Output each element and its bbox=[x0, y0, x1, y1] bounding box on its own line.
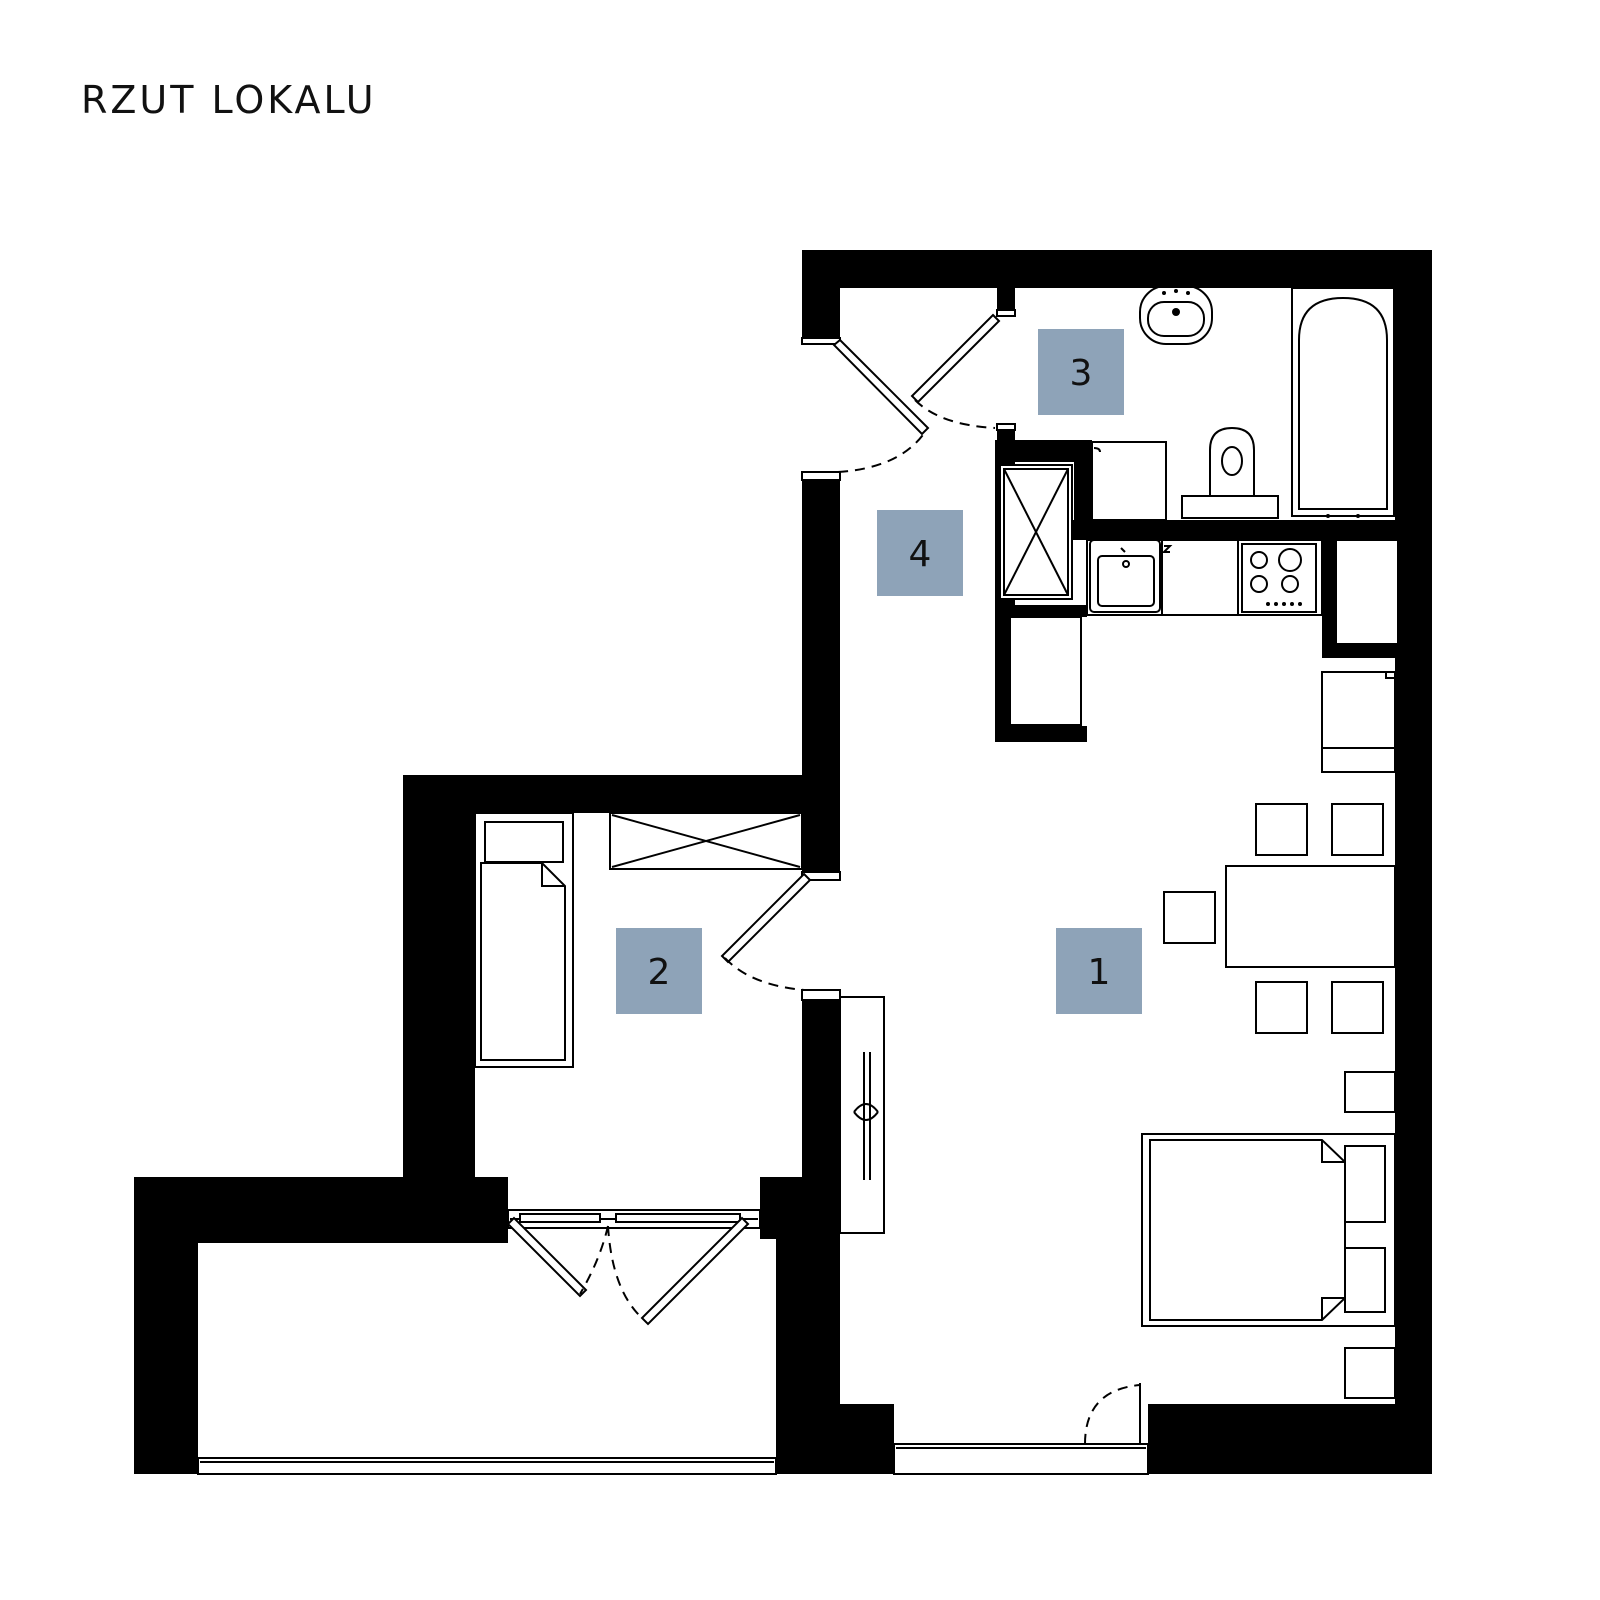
wall-top bbox=[802, 250, 1432, 288]
wall-bath-stub-upper bbox=[997, 250, 1015, 310]
bathroom-fixtures bbox=[1091, 285, 1395, 521]
room2-door bbox=[720, 872, 812, 991]
plan-title: RZUT LOKALU bbox=[81, 78, 377, 122]
room-label-4: 4 bbox=[877, 510, 963, 596]
kitchen-counter bbox=[1086, 539, 1323, 616]
chair bbox=[1255, 981, 1308, 1034]
window-balcony bbox=[197, 1457, 777, 1475]
room-label-1: 1 bbox=[1056, 928, 1142, 1014]
wardrobe-room2-icon bbox=[609, 812, 803, 870]
wardrobe-icon bbox=[839, 996, 885, 1234]
wall-shaft-bottom bbox=[995, 726, 1087, 742]
toilet-icon bbox=[1181, 426, 1279, 519]
wall-bottom-right bbox=[1148, 1404, 1432, 1474]
chair bbox=[1255, 803, 1308, 856]
wall-room2-left bbox=[403, 775, 475, 1235]
entrance-door bbox=[832, 338, 930, 473]
wall-bath-top-shaft bbox=[995, 440, 1092, 462]
kitchen-cabinet-lower bbox=[1009, 616, 1082, 726]
wall-balcony-left bbox=[134, 1177, 198, 1474]
double-bed-icon bbox=[1141, 1071, 1396, 1399]
washbasin-icon bbox=[1139, 285, 1213, 345]
balcony-room1-door bbox=[1084, 1383, 1141, 1445]
dining-set bbox=[1163, 803, 1396, 1034]
wall-hall-left bbox=[802, 480, 840, 878]
room-number-1: 1 bbox=[1088, 952, 1111, 993]
sink-icon bbox=[1089, 539, 1173, 613]
room2-furniture bbox=[474, 812, 803, 1068]
wall-bath-left bbox=[1074, 440, 1092, 540]
bathtub-icon bbox=[1291, 287, 1395, 518]
kitchen bbox=[999, 464, 1396, 773]
chair bbox=[1331, 981, 1384, 1034]
wall-entry-left-stub bbox=[802, 250, 840, 338]
wall-bottom-left bbox=[802, 1404, 894, 1474]
room-number-3: 3 bbox=[1070, 353, 1093, 394]
room-number-4: 4 bbox=[909, 534, 932, 575]
balcony-door bbox=[506, 1216, 750, 1326]
bathroom-door bbox=[910, 313, 1001, 429]
fridge bbox=[1335, 539, 1399, 645]
doors bbox=[506, 313, 1141, 1445]
windows bbox=[197, 309, 1149, 1475]
washing-machine-icon bbox=[1091, 441, 1167, 521]
chair bbox=[1163, 891, 1216, 944]
single-bed-icon bbox=[474, 812, 574, 1068]
room-number-2: 2 bbox=[648, 952, 671, 993]
wall-right bbox=[1395, 250, 1432, 1474]
wall-room2-top bbox=[403, 775, 840, 813]
ventilation-shaft-icon bbox=[999, 464, 1073, 600]
room-label-3: 3 bbox=[1038, 329, 1124, 415]
wall-bath-bottom bbox=[1015, 520, 1432, 540]
cooktop-icon bbox=[1241, 543, 1317, 613]
walls bbox=[134, 250, 1432, 1474]
tall-cabinet bbox=[1321, 671, 1396, 749]
chair bbox=[1331, 803, 1384, 856]
wall-shaft-mid bbox=[995, 605, 1087, 617]
room-label-2: 2 bbox=[616, 928, 702, 1014]
dining-table bbox=[1225, 865, 1396, 968]
